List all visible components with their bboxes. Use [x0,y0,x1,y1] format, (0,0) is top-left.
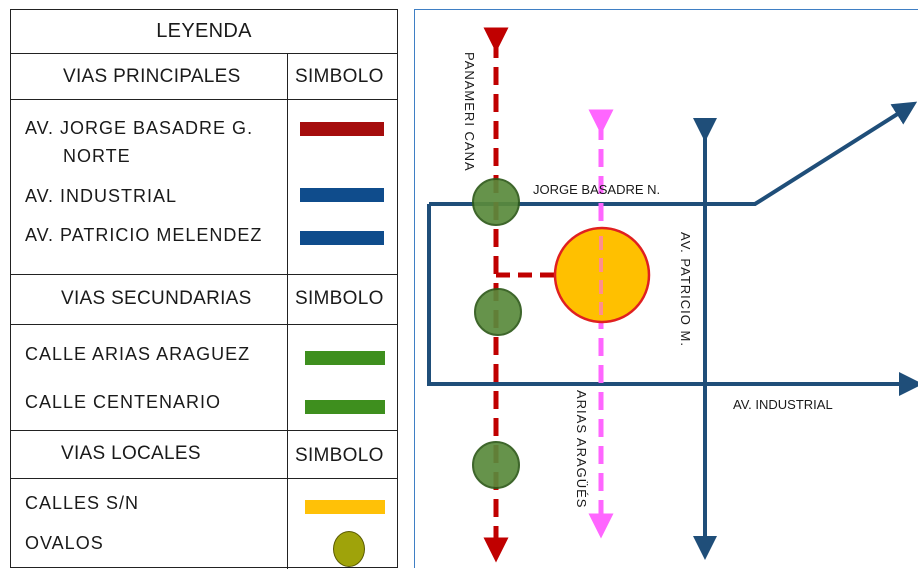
label-av-industrial: AV. INDUSTRIAL [733,397,833,412]
symbol-patricio [300,231,384,245]
roundabout-middle [474,288,522,336]
secundarias-header-row: VIAS SECUNDARIAS SIMBOLO [11,275,397,325]
locales-symbol-header: SIMBOLO [295,445,384,466]
road-map: PANAMERI CANA JORGE BASADRE N. AV. PATRI… [414,9,918,568]
secundarias-header: VIAS SECUNDARIAS [61,288,252,309]
principal-symbol-header: SIMBOLO [295,66,384,87]
symbol-jorge-basadre [300,122,384,136]
item-arias-araguez: CALLE ARIAS ARAGUEZ [25,344,251,364]
label-arias-aragues: ARIAS ARAGÜÉS [574,390,589,509]
item-centenario: CALLE CENTENARIO [25,392,222,412]
symbol-ovalos [333,531,365,567]
principal-header-row: VIAS PRINCIPALES SIMBOLO [11,54,397,100]
road-jorge-basadre [429,101,918,206]
symbol-calles-sn [305,500,385,514]
roundabout-south [472,441,520,489]
secundarias-symbol-header: SIMBOLO [295,288,384,309]
item-jorge-basadre-line1: AV. JORGE BASADRE G. [25,118,254,138]
legend-title: LEYENDA [156,20,252,42]
legend-title-row: LEYENDA [11,10,397,54]
label-panamericana: PANAMERI CANA [462,52,477,172]
principal-header: VIAS PRINCIPALES [63,66,241,87]
locales-header-row: VIAS LOCALES SIMBOLO [11,431,397,479]
map-canvas [427,27,918,563]
roundabout-north [472,178,520,226]
legend-table: LEYENDA VIAS PRINCIPALES SIMBOLO AV. JOR… [10,9,398,569]
label-patricio: AV. PATRICIO M. [678,232,693,347]
item-industrial: AV. INDUSTRIAL [25,186,178,206]
item-jorge-basadre-line2: NORTE [63,146,131,166]
locales-items-row: CALLES S/N OVALOS [11,479,397,569]
column-divider [287,54,288,569]
label-jorge-basadre: JORGE BASADRE N. [533,182,661,197]
item-calles-sn: CALLES S/N [25,493,140,513]
item-patricio: AV. PATRICIO MELENDEZ [25,225,263,245]
symbol-centenario [305,400,385,414]
big-roundabout [553,226,651,324]
locales-header: VIAS LOCALES [61,443,201,464]
item-ovalos: OVALOS [25,533,104,553]
symbol-arias-araguez [305,351,385,365]
principal-items-row: AV. JORGE BASADRE G. NORTE AV. INDUSTRIA… [11,100,397,275]
secundarias-items-row: CALLE ARIAS ARAGUEZ CALLE CENTENARIO [11,325,397,431]
symbol-industrial [300,188,384,202]
